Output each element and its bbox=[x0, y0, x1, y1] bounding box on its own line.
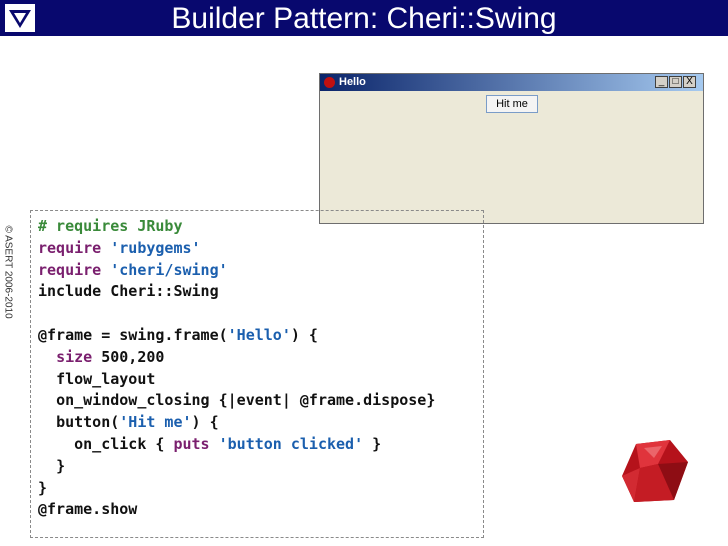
hit-me-button[interactable]: Hit me bbox=[486, 95, 538, 113]
code-line: @frame = swing.frame( bbox=[38, 325, 228, 344]
minimize-button[interactable]: _ bbox=[655, 76, 668, 88]
code-line: } bbox=[38, 478, 48, 497]
code-line: on_window_closing {|event| @frame.dispos… bbox=[56, 391, 436, 410]
code-line: } bbox=[56, 456, 66, 475]
slide-title: Builder Pattern: Cheri::Swing bbox=[171, 2, 557, 35]
code-line: 500,200 bbox=[92, 347, 165, 366]
code-line: @frame.show bbox=[38, 500, 138, 519]
code-comment: # requires JRuby bbox=[38, 217, 183, 235]
ruby-app-icon bbox=[324, 77, 335, 88]
code-string: 'Hello' bbox=[227, 325, 291, 344]
asert-logo-icon bbox=[5, 4, 35, 32]
close-button[interactable]: X bbox=[683, 76, 696, 88]
code-line: ) { bbox=[290, 325, 318, 344]
code-string: 'button clicked' bbox=[218, 434, 364, 453]
code-line: include Cheri::Swing bbox=[38, 282, 219, 301]
code-keyword: puts bbox=[173, 434, 210, 453]
code-line: on_click { bbox=[74, 434, 174, 453]
window-titlebar: Hello _ □ X bbox=[320, 74, 703, 91]
code-string: 'cheri/swing' bbox=[110, 260, 228, 279]
code-box bbox=[30, 210, 484, 538]
code-keyword: require bbox=[38, 238, 102, 257]
window-title: Hello bbox=[339, 76, 366, 88]
ruby-gem-icon bbox=[622, 440, 688, 502]
code-keyword: require bbox=[38, 260, 102, 279]
copyright-text: © ASERT 2006-2010 bbox=[2, 225, 14, 319]
maximize-button[interactable]: □ bbox=[669, 76, 682, 88]
title-bar: Builder Pattern: Cheri::Swing bbox=[0, 0, 728, 36]
hello-window: Hello _ □ X Hit me bbox=[319, 73, 704, 224]
code-line: flow_layout bbox=[56, 369, 156, 388]
code-listing: # requires JRuby require 'rubygems' requ… bbox=[38, 216, 435, 521]
code-line: } bbox=[363, 434, 382, 453]
code-string: 'Hit me' bbox=[119, 413, 192, 432]
code-keyword: size bbox=[56, 347, 93, 366]
code-line: button( bbox=[56, 413, 120, 432]
code-line: ) { bbox=[191, 413, 219, 432]
code-string: 'rubygems' bbox=[110, 238, 201, 257]
